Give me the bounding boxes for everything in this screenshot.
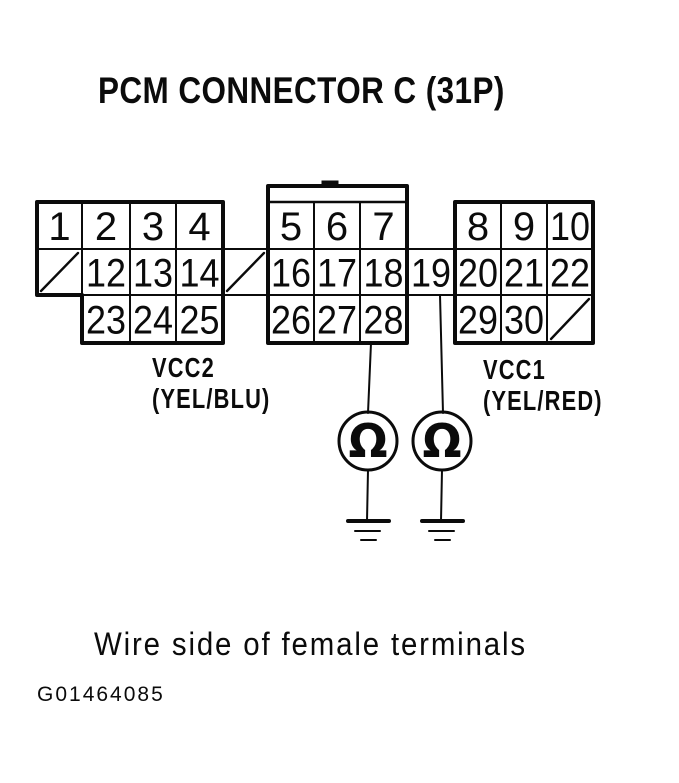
terminal-number: 7	[372, 205, 394, 249]
terminal-number: 23	[86, 299, 126, 343]
terminal-number: 18	[364, 252, 404, 296]
terminal-number: 3	[142, 205, 164, 249]
probe-wire	[367, 342, 372, 414]
terminal-number: 2	[95, 205, 117, 249]
terminal-number: 26	[271, 299, 311, 343]
terminal-number: 27	[317, 299, 357, 343]
blank-cell-slash	[549, 297, 591, 341]
page-title: PCM CONNECTOR C (31P)	[98, 70, 505, 111]
terminal-number: 30	[504, 299, 544, 343]
terminal-number: 9	[513, 205, 535, 249]
connector-top-strip	[266, 184, 409, 204]
terminal-number: 24	[133, 299, 173, 343]
caption: Wire side of female terminals	[94, 626, 527, 662]
terminal-number: 8	[467, 205, 489, 249]
terminal-number: 28	[364, 299, 404, 343]
vcc1-wire-color: (YEL/RED)	[483, 385, 603, 416]
probe-wire	[439, 294, 444, 414]
terminal-number: 5	[280, 205, 302, 249]
figure-id: G01464085	[37, 683, 165, 706]
terminal-number: 17	[317, 252, 357, 296]
ground-wire	[366, 469, 369, 522]
vcc1-name: VCC1	[483, 354, 546, 385]
vcc2-label: VCC2 (YEL/BLU)	[152, 352, 271, 414]
terminal-number: 13	[133, 252, 173, 296]
terminal-number: 1	[48, 205, 70, 249]
connector-right-outline	[453, 200, 595, 345]
vcc2-name: VCC2	[152, 352, 215, 383]
terminal-number: 10	[550, 205, 590, 249]
connector-left-outline	[35, 200, 225, 345]
connector-middle-outline	[266, 184, 409, 345]
terminal-number: 12	[86, 252, 126, 296]
terminal-number: 16	[271, 252, 311, 296]
vcc1-label: VCC1 (YEL/RED)	[483, 354, 603, 416]
ohmmeter-symbol: Ω	[348, 414, 387, 468]
terminal-number: 21	[504, 252, 544, 296]
terminal-number: 14	[180, 252, 220, 296]
terminal-number: 25	[180, 299, 220, 343]
terminal-number: 19	[411, 252, 451, 296]
vcc2-wire-color: (YEL/BLU)	[152, 383, 271, 414]
terminal-number: 29	[458, 299, 498, 343]
ground-wire	[440, 469, 443, 522]
terminal-number: 22	[550, 252, 590, 296]
terminal-number: 4	[188, 205, 210, 249]
blank-cell-slash	[225, 251, 266, 293]
ohmmeter-symbol: Ω	[422, 414, 461, 468]
blank-cell-slash	[39, 251, 80, 293]
terminal-number: 20	[458, 252, 498, 296]
terminal-number: 6	[326, 205, 348, 249]
